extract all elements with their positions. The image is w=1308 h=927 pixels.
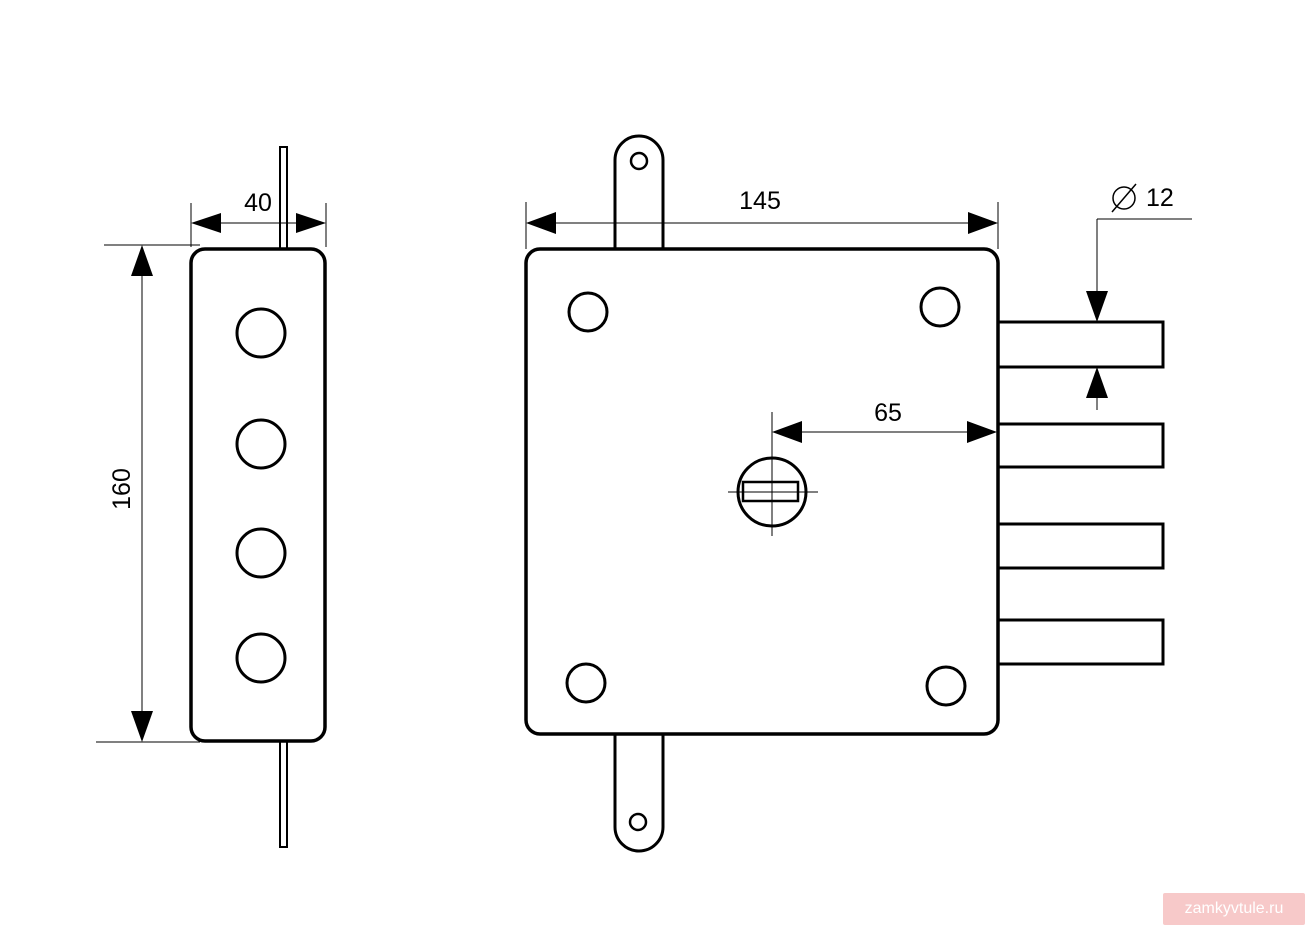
arrow-up-icon	[131, 245, 153, 276]
front-view: 145 65 12	[524, 134, 1192, 853]
arrow-right-icon	[968, 212, 998, 234]
screw-hole	[565, 662, 607, 704]
arrow-left-icon	[772, 421, 802, 443]
side-body	[189, 247, 327, 743]
screw-hole	[567, 291, 609, 333]
length-dimension-label: 145	[739, 187, 781, 215]
diameter-dimension-label: 12	[1146, 184, 1174, 212]
screw-hole	[919, 286, 961, 328]
top-mounting-tab	[613, 134, 665, 248]
bottom-tab-hole	[628, 812, 648, 832]
arrow-right-icon	[967, 421, 997, 443]
lock-bolt	[997, 522, 1165, 570]
side-bolt-hole	[235, 418, 287, 470]
side-bolt-hole	[235, 527, 287, 579]
lock-bolt	[997, 320, 1165, 369]
width-dimension-label: 40	[244, 189, 272, 217]
side-bolt-hole	[235, 632, 287, 684]
side-bolt-hole	[235, 307, 287, 359]
backset-dimension-label: 65	[874, 399, 902, 427]
arrow-left-icon	[526, 212, 556, 234]
arrow-up-icon	[1086, 367, 1108, 398]
arrow-left-icon	[191, 213, 221, 233]
watermark-badge: zamkyvtule.ru	[1163, 893, 1305, 925]
diameter-icon	[1111, 183, 1137, 213]
lock-bolt	[997, 618, 1165, 666]
lock-bolt	[997, 422, 1165, 469]
bottom-mounting-tab	[613, 734, 665, 853]
arrow-down-icon	[131, 711, 153, 742]
height-dimension-label: 160	[108, 468, 136, 510]
arrow-down-icon	[1086, 291, 1108, 322]
top-tab-hole	[629, 151, 649, 171]
screw-hole	[925, 665, 967, 707]
side-view: 40 160	[96, 146, 327, 848]
arrow-right-icon	[296, 213, 326, 233]
